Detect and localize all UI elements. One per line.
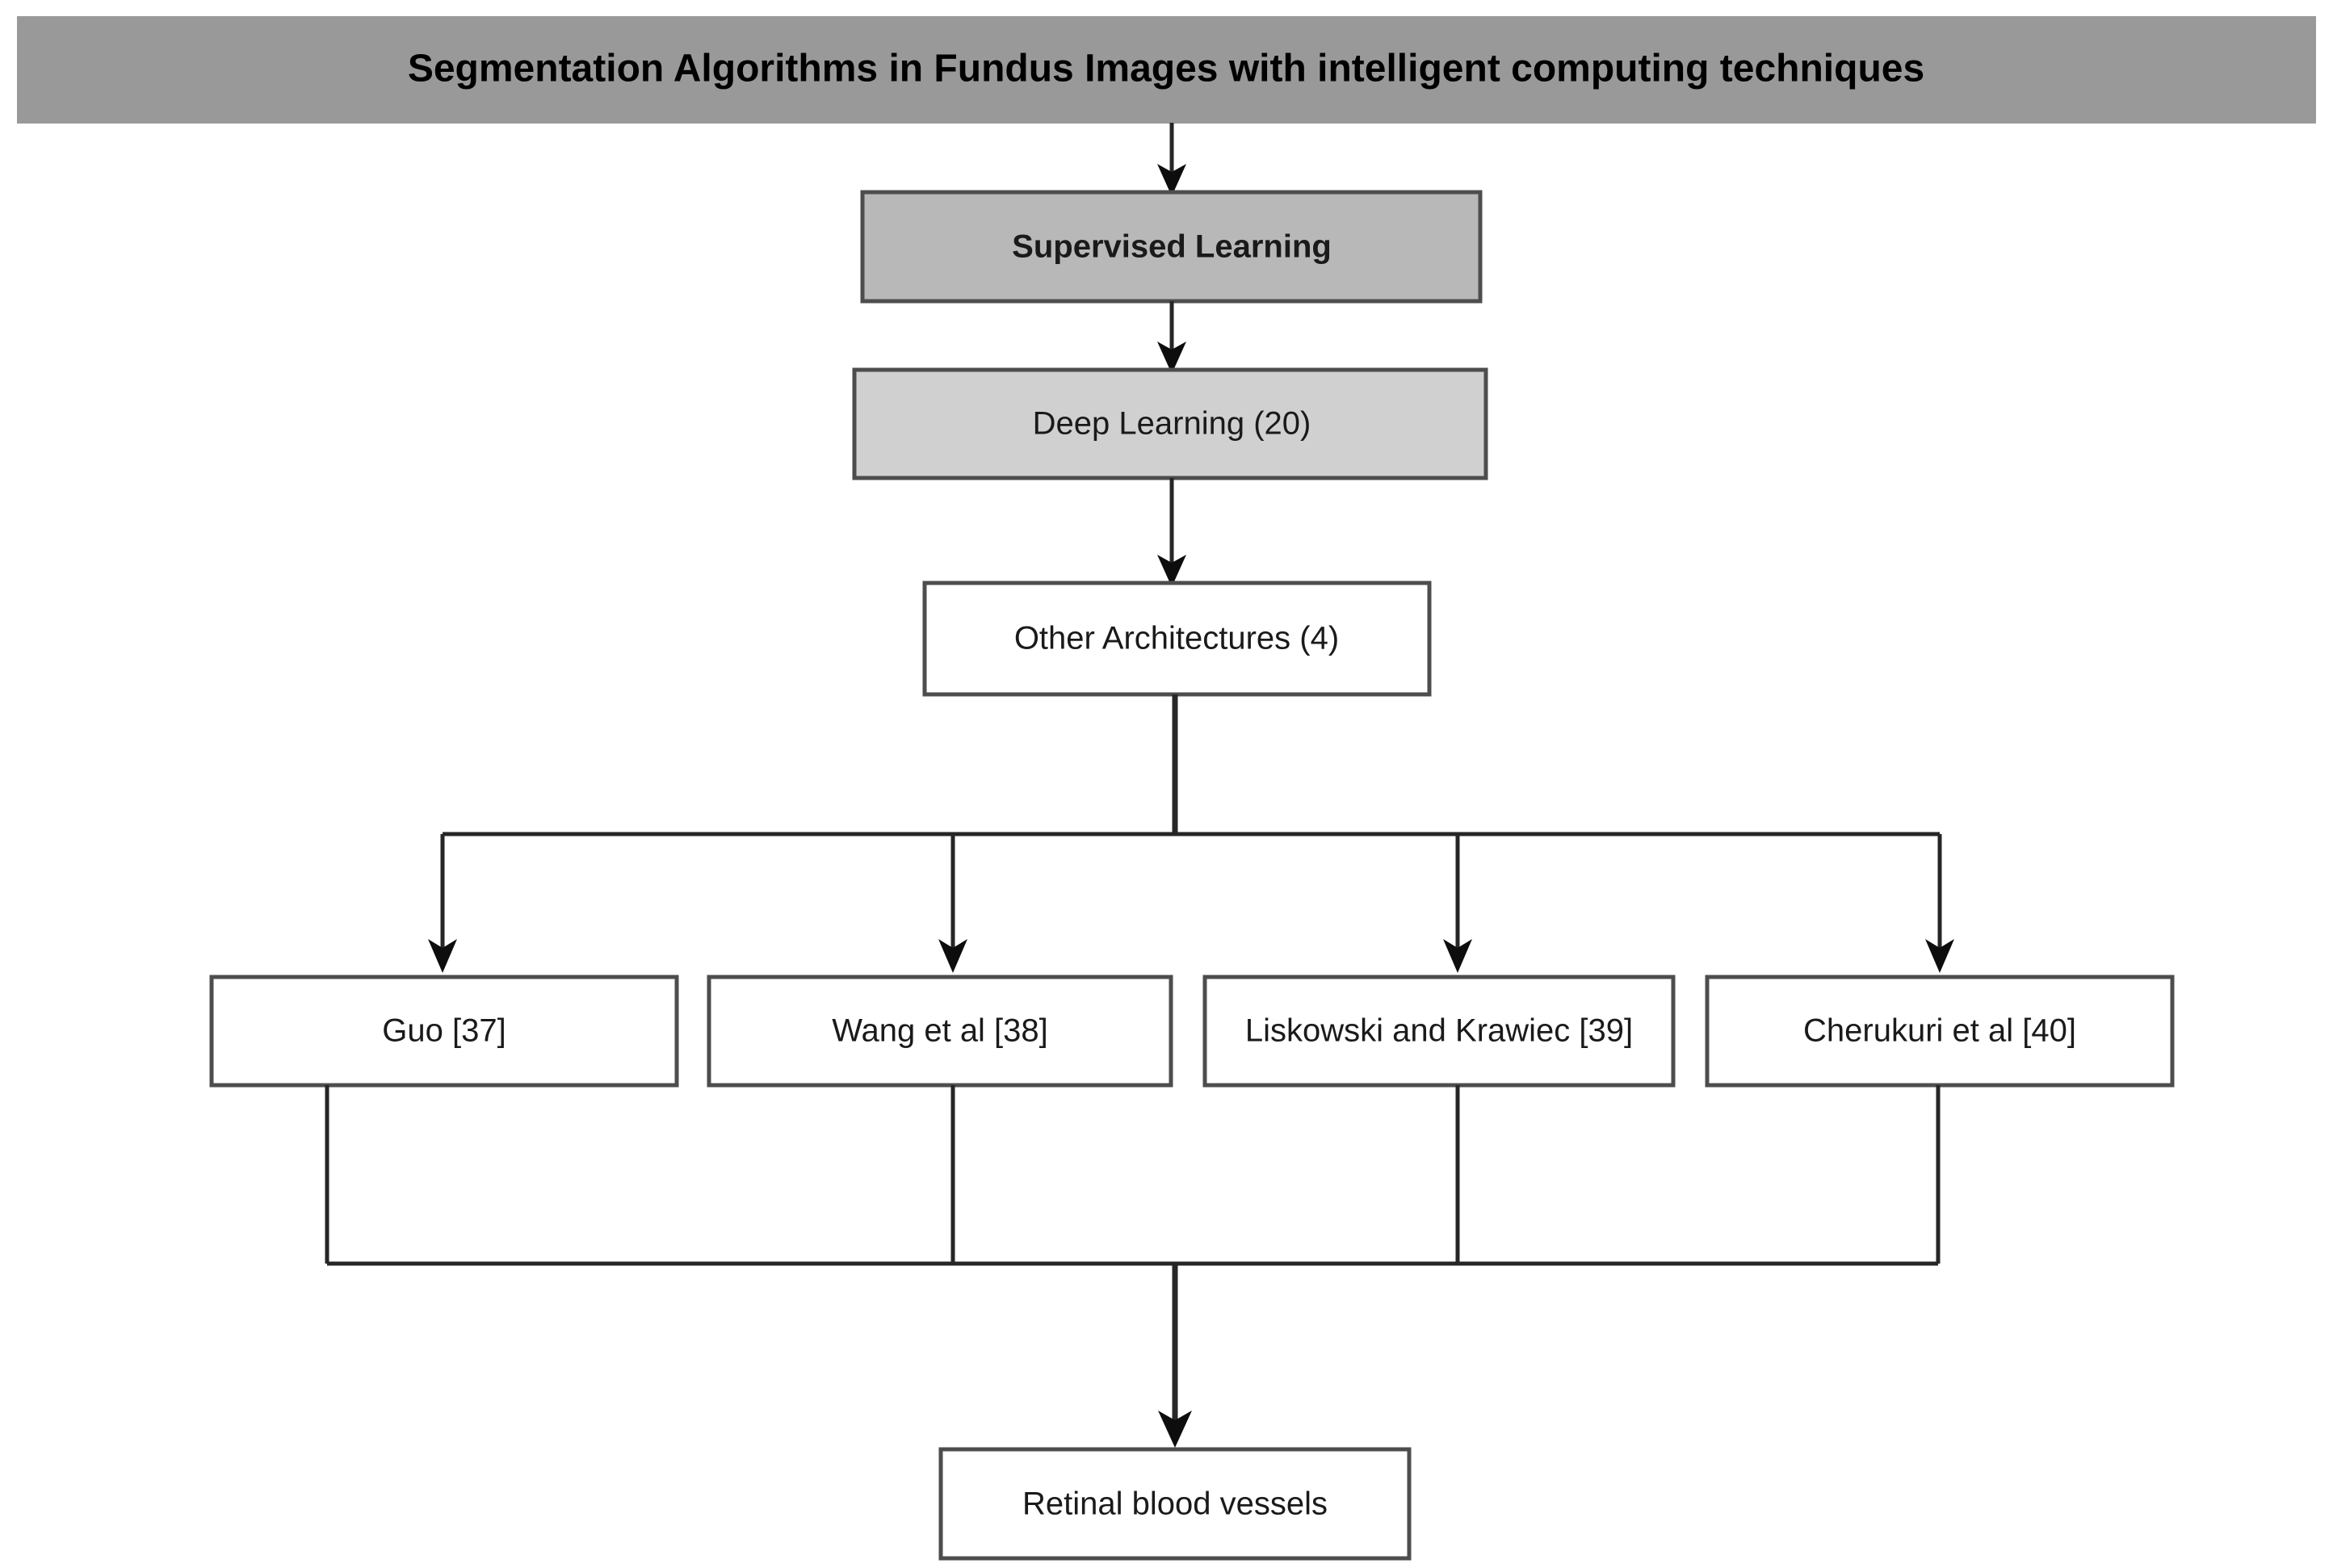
edge-supervised-learning-to-deep-learning	[1157, 301, 1186, 374]
node-supervised-learning-label: Supervised Learning	[1012, 229, 1332, 265]
title-banner-label: Segmentation Algorithms in Fundus Images…	[408, 48, 1924, 90]
arrow-head-icon	[428, 939, 457, 973]
arrow-head-icon	[1157, 342, 1186, 374]
merge-connector-group	[325, 1085, 1941, 1448]
node-liskowski-and-krawiec-39-rect[interactable]	[1202, 975, 1676, 1088]
node-cherukuri-et-al-40-label: Cherukuri et al [40]	[1803, 1013, 2076, 1049]
arrow-head-icon	[1157, 555, 1186, 587]
node-retinal-blood-vessels-rect[interactable]	[938, 1447, 1412, 1561]
node-liskowski-and-krawiec-39[interactable]: Liskowski and Krawiec [39]	[1202, 975, 1676, 1088]
arrow-head-icon	[1443, 939, 1472, 973]
node-cherukuri-et-al-40[interactable]: Cherukuri et al [40]	[1705, 975, 2175, 1088]
title-banner: Segmentation Algorithms in Fundus Images…	[17, 16, 2316, 124]
node-guo-37-rect[interactable]	[209, 975, 679, 1088]
node-wang-et-al-38-label: Wang et al [38]	[832, 1013, 1048, 1049]
arrow-head-icon	[938, 939, 967, 973]
node-supervised-learning-rect[interactable]	[860, 190, 1483, 304]
node-retinal-blood-vessels-label: Retinal blood vessels	[1022, 1486, 1328, 1522]
arrow-head-icon	[1925, 939, 1954, 973]
node-guo-37-label: Guo [37]	[382, 1013, 506, 1049]
node-deep-learning-rect[interactable]	[852, 367, 1488, 480]
node-wang-et-al-38-rect[interactable]	[707, 975, 1173, 1088]
node-liskowski-and-krawiec-39-label: Liskowski and Krawiec [39]	[1245, 1013, 1633, 1049]
title-banner-rect	[17, 16, 2316, 124]
edge-banner-to-supervised-learning	[1157, 123, 1186, 196]
node-deep-learning[interactable]: Deep Learning (20)	[852, 367, 1488, 480]
node-deep-learning-label: Deep Learning (20)	[1033, 406, 1311, 442]
node-other-architectures[interactable]: Other Architectures (4)	[922, 581, 1432, 697]
fanout-connector-group	[428, 694, 1954, 973]
arrow-head-icon	[1157, 164, 1186, 196]
node-retinal-blood-vessels[interactable]: Retinal blood vessels	[938, 1447, 1412, 1561]
node-wang-et-al-38[interactable]: Wang et al [38]	[707, 975, 1173, 1088]
node-guo-37[interactable]: Guo [37]	[209, 975, 679, 1088]
node-other-architectures-rect[interactable]	[922, 581, 1432, 697]
arrow-head-icon	[1158, 1411, 1192, 1448]
node-other-architectures-label: Other Architectures (4)	[1014, 621, 1339, 656]
node-supervised-learning[interactable]: Supervised Learning	[860, 190, 1483, 304]
edge-deep-learning-to-other-architectures	[1157, 478, 1186, 587]
